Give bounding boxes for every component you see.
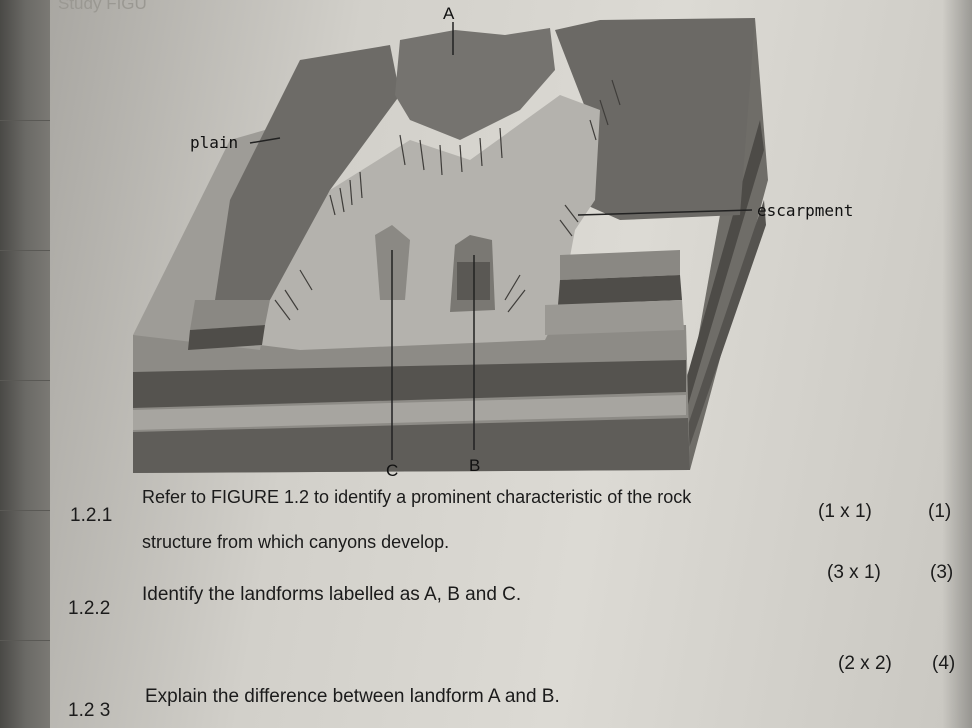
- label-plain: plain: [190, 133, 239, 152]
- mark-calculation: (2 x 2): [838, 653, 892, 674]
- ruled-line: [0, 380, 58, 381]
- mark-total: (4): [932, 653, 956, 674]
- ruled-line: [0, 640, 58, 641]
- question-number: 1.2 3: [68, 700, 111, 721]
- ruled-line: [0, 120, 58, 121]
- question-text: structure from which canyons develop.: [142, 532, 450, 552]
- terrace-dark: [558, 275, 682, 305]
- question-text: Refer to FIGURE 1.2 to identify a promin…: [142, 487, 692, 507]
- mark-total: (3): [930, 562, 954, 583]
- question-number: 1.2.2: [68, 598, 111, 619]
- escarpment-hatching: [274, 79, 621, 321]
- terrace: [560, 250, 680, 280]
- header-title: Study FIGU: [58, 0, 147, 13]
- right-stratum: [688, 200, 766, 448]
- butte-top: [395, 28, 555, 140]
- right-stratum: [686, 120, 764, 405]
- label-b: B: [469, 456, 481, 475]
- mark-total: (1): [928, 501, 952, 522]
- question-number: 1.2.1: [70, 505, 113, 526]
- canyon-floor: [260, 95, 600, 350]
- terrace-dark: [188, 325, 265, 350]
- question-text: Identify the landforms labelled as A, B …: [142, 584, 522, 605]
- label-escarpment: escarpment: [757, 201, 854, 220]
- front-stratum-dark: [133, 360, 686, 408]
- terrace: [545, 300, 684, 335]
- ruled-line: [0, 250, 58, 251]
- mesa-left: [215, 45, 400, 300]
- terrace: [190, 300, 270, 330]
- mark-calculation: (3 x 1): [827, 562, 881, 583]
- leader-escarpment: [577, 209, 753, 216]
- label-a: A: [443, 4, 455, 23]
- page-edge-shadow: [942, 0, 972, 728]
- mark-calculation: (1 x 1): [818, 501, 872, 522]
- label-c: C: [386, 461, 399, 480]
- ruled-line: [0, 510, 58, 511]
- notebook-spine: [0, 0, 58, 728]
- plateau-right: [555, 18, 755, 220]
- leader-plain: [249, 137, 281, 144]
- question-text: Explain the difference between landform …: [145, 686, 560, 707]
- front-stratum-dark: [133, 418, 690, 473]
- front-stratum-light: [133, 395, 686, 430]
